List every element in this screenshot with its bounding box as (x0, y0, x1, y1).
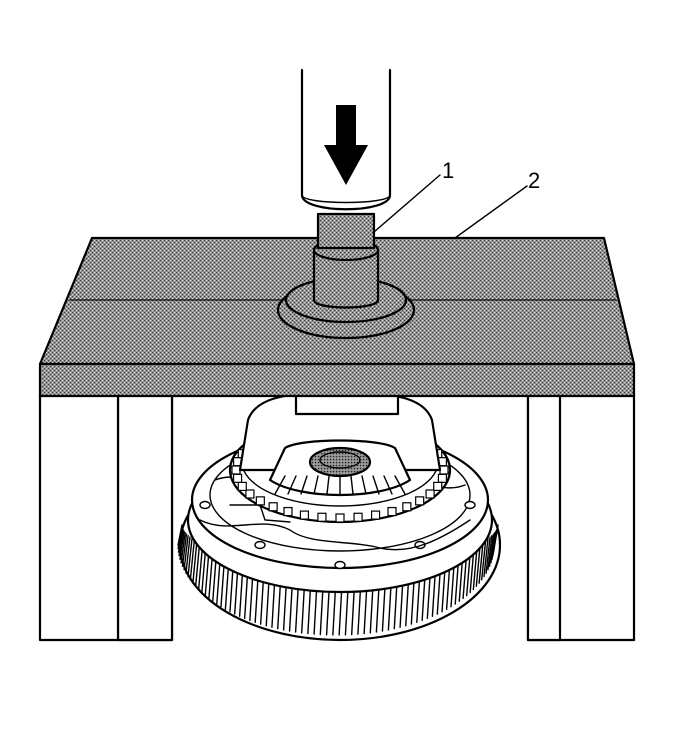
reluctor-tooth (353, 512, 363, 522)
left-support-stand (38, 393, 174, 642)
reluctor-tooth (402, 502, 412, 512)
reluctor-tooth (231, 465, 241, 475)
reluctor-tooth (439, 465, 449, 475)
bolt-hole (464, 500, 476, 510)
callout-leader-2 (454, 185, 528, 239)
gear-tooth (478, 540, 484, 584)
right-support-stand (526, 393, 636, 642)
installer-tool (276, 212, 416, 340)
gear-tooth (179, 530, 185, 560)
bolt-hole (254, 540, 266, 550)
pinion-tooth (394, 475, 406, 495)
gear-tooth (483, 537, 489, 578)
reluctor-tooth (433, 481, 443, 492)
gear-tooth (181, 533, 188, 567)
gear-tooth (178, 528, 184, 557)
gear-tooth (185, 536, 191, 574)
reluctor-tooth (387, 506, 397, 517)
gear-tooth (488, 533, 495, 567)
callout-leader-1 (373, 174, 441, 233)
pinion-tooth (313, 475, 319, 495)
gear-tooth (480, 539, 487, 581)
reluctor-tooth (299, 510, 310, 520)
reluctor-tooth (335, 513, 345, 523)
pinion-tooth (300, 475, 308, 495)
gear-tooth (189, 539, 196, 581)
reluctor-tooth (232, 473, 243, 483)
side-gear-window (268, 439, 412, 497)
gear-tooth (487, 534, 493, 571)
gear-tooth (177, 527, 184, 553)
reluctor-tooth (317, 512, 327, 522)
reluctor-tooth (237, 481, 247, 492)
reluctor-tooth (245, 489, 255, 499)
pinion-tooth (274, 475, 286, 495)
reluctor-tooth (425, 489, 435, 499)
pinion-tooth (350, 475, 354, 495)
press-down-arrow-icon (324, 105, 368, 185)
pinion-tooth (383, 475, 393, 495)
gear-tooth (180, 531, 186, 564)
gear-tooth (485, 536, 491, 574)
bolt-hole (199, 500, 211, 510)
gear-tooth (493, 524, 499, 546)
reluctor-tooth (370, 510, 381, 520)
pinion-tooth (372, 475, 380, 495)
reluctor-tooth (283, 506, 293, 517)
gear-tooth (192, 540, 198, 584)
reluctor-tooth (415, 496, 425, 506)
bolt-hole (334, 560, 346, 570)
callout-1: 1 (442, 158, 454, 183)
pinion-tooth (287, 475, 297, 495)
differential-assembly (177, 390, 502, 642)
gear-tooth (183, 534, 189, 571)
reluctor-tooth (437, 473, 448, 483)
gear-tooth (187, 537, 193, 578)
reluctor-tooth (255, 496, 265, 506)
callout-2: 2 (528, 168, 540, 193)
gear-tooth (194, 541, 201, 588)
reluctor-tooth (268, 502, 278, 512)
pinion-tooth (361, 475, 367, 495)
pinion-tooth (326, 475, 330, 495)
